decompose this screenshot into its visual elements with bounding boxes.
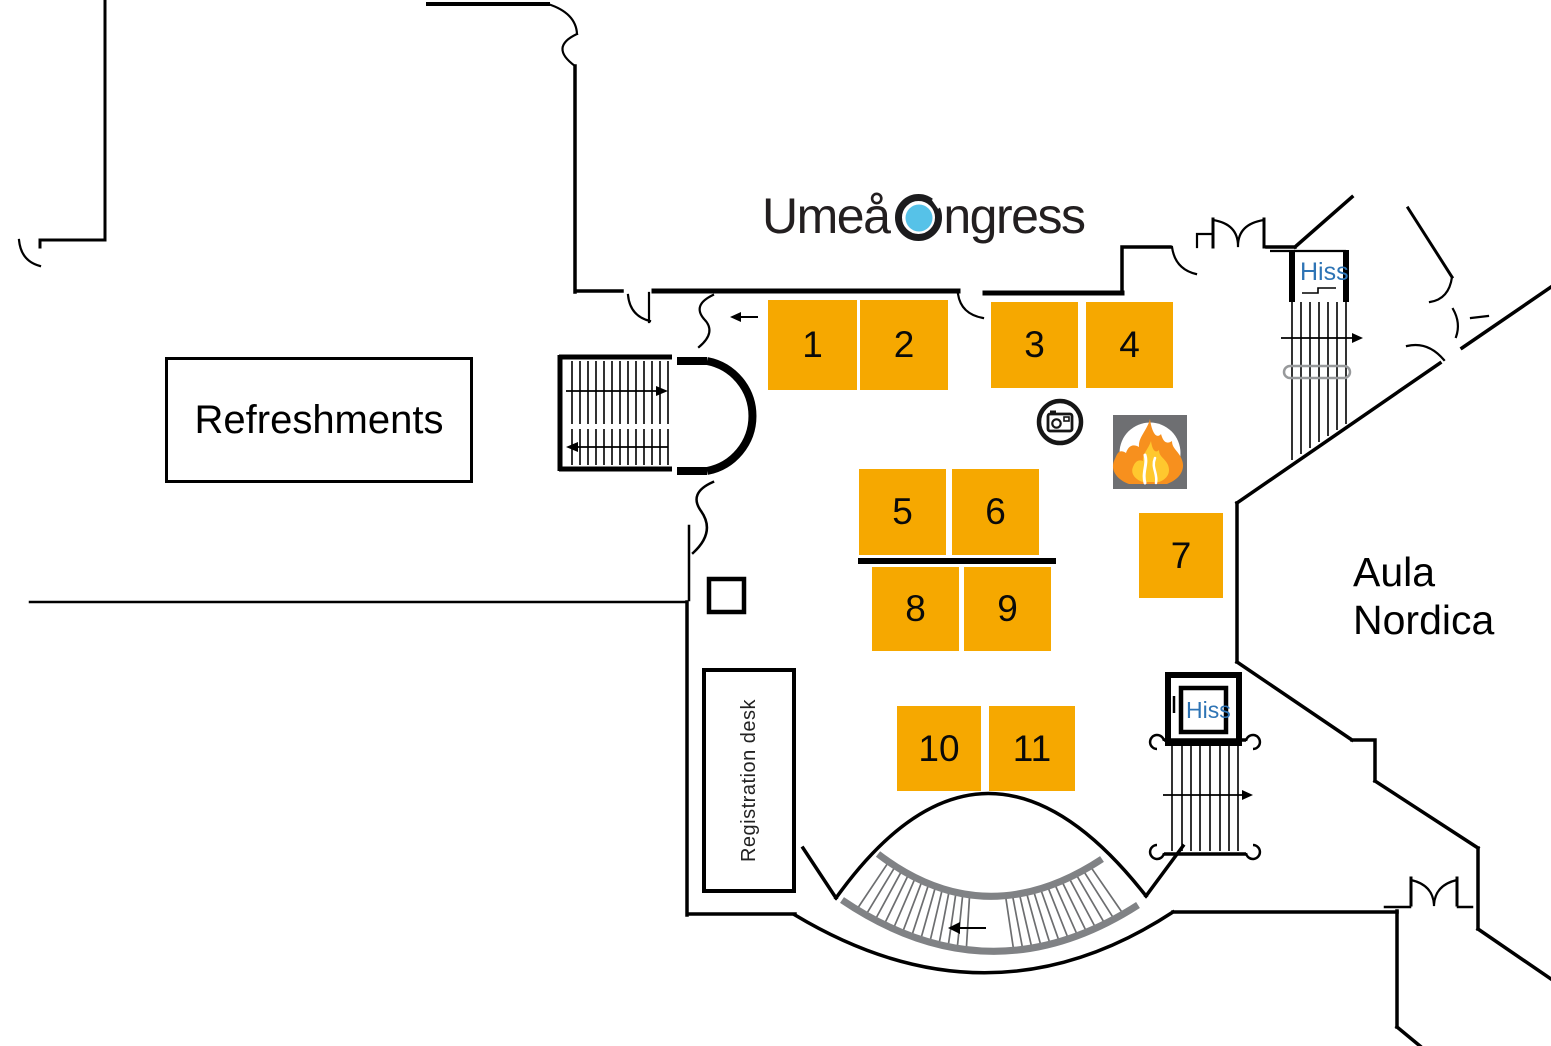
booth-3: 3 [991,302,1078,388]
straight-staircase [557,354,672,472]
camera-icon [1036,398,1084,446]
door-arc [1428,275,1490,339]
stair-tread [1025,892,1042,947]
stair-tread [910,883,930,937]
stair-tread [1011,894,1024,950]
direction-arrow-icon [948,922,986,934]
door-arc [626,291,652,324]
double-door-arcs [1409,878,1459,907]
booth-2: 2 [860,300,948,390]
wall [1394,909,1423,1046]
step-mark [1302,287,1336,294]
handrail [1282,364,1352,380]
booth-4: 4 [1086,302,1173,388]
booth-1: 1 [768,300,857,390]
stair-tread [928,888,944,943]
registration-desk: Registration desk [702,668,796,893]
booth-5: 5 [859,469,946,555]
double-door-arcs [1211,218,1266,248]
registration-desk-label: Registration desk [737,698,760,863]
stair-tread [1039,888,1061,942]
logo-dot [905,204,933,231]
direction-arrow-icon [1163,790,1253,800]
stair-tread [883,873,910,925]
stair-tread [865,865,897,916]
rail-curls [1148,733,1262,861]
aula-nordica-label: Aula Nordica [1353,548,1494,645]
stair-tread [1004,895,1015,951]
stair-tread [965,894,971,950]
direction-arrow-icon [566,386,668,452]
stair-treads [856,861,1124,951]
stair-tread [901,880,923,934]
door-arc [1405,343,1446,362]
elevator-label-top: Hiss [1300,258,1349,286]
wall-break-symbol [697,293,715,349]
curved-staircase [840,851,1140,955]
elevator-label-bottom: Hiss [1186,697,1231,723]
wall [573,64,624,294]
stair-rail [875,851,1104,900]
wall-break-symbol [691,480,715,555]
direction-arrow-icon [1281,333,1363,343]
stair-tread [1068,877,1097,929]
stair-treads [571,361,669,465]
door-arc [17,238,42,268]
door-arc [956,292,985,320]
stair-tread [1053,883,1079,937]
stair-treads [1291,302,1347,460]
stair-tread [947,892,957,947]
venue-logo: Umeå ngress [762,187,1086,245]
logo-text-start: Umeå [762,188,891,244]
auditorium-outline [792,791,1399,975]
stair-tread [1060,880,1088,933]
wall [1234,284,1551,506]
pillar [706,576,747,615]
refreshments-label: Refreshments [194,397,444,442]
aula-line1: Aula [1353,549,1436,595]
stair-tread [938,890,951,945]
fire-safety-icon [1112,415,1187,489]
stair-rail [1164,738,1246,856]
booth-8: 8 [872,567,959,651]
stair-tread [1018,893,1033,949]
stair-tread [856,861,890,910]
double-door [1409,876,1459,907]
refreshments-area: Refreshments [165,357,473,483]
stair-treads [1171,744,1239,851]
stair-tread [892,877,917,930]
stair-tread [1046,886,1070,940]
wall [1405,205,1455,280]
logo-text-end: ngress [943,188,1086,244]
wall [1265,194,1355,250]
booth-10: 10 [897,706,981,791]
logo-dot-icon [895,194,947,241]
stair-tread [1082,869,1115,920]
stair-tread [1032,890,1052,945]
direction-arrow-icon [730,312,758,322]
stair-rail [840,897,1140,955]
stair-tread [1075,873,1106,925]
double-door [1211,217,1266,249]
stair-tread [1089,865,1124,915]
stair-tread [919,886,937,940]
booth-9: 9 [964,567,1051,651]
wall-break-symbol [546,2,579,68]
booth-7: 7 [1139,513,1223,598]
booth-6: 6 [952,469,1039,555]
stair-tread [874,869,903,921]
booth-11: 11 [989,706,1075,791]
revolving-door [677,357,757,475]
aula-line2: Nordica [1353,597,1495,644]
stair-tread [956,893,964,949]
door-arc [1170,232,1213,276]
wall [1120,245,1172,295]
wall [38,0,107,249]
